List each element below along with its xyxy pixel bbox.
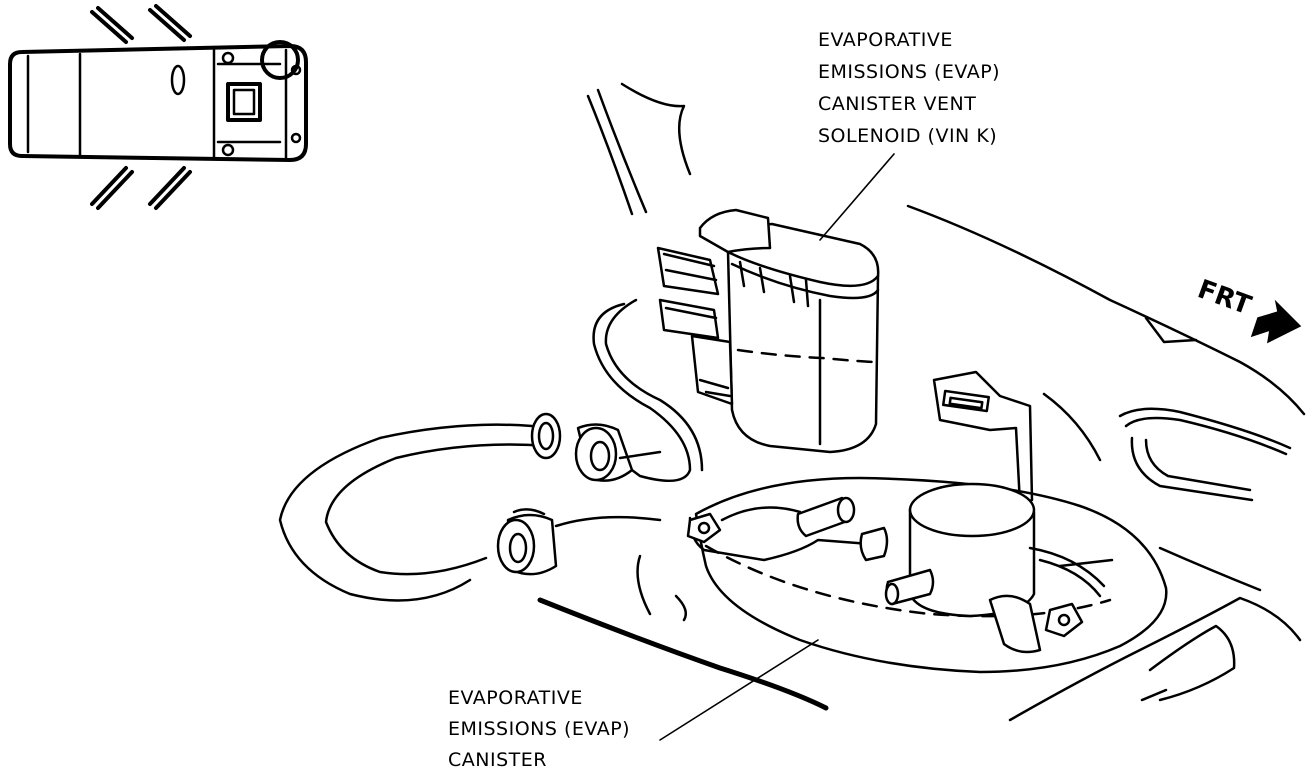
vehicle-locator-icon — [8, 4, 308, 210]
front-direction-indicator: FRT — [1194, 274, 1302, 344]
vent-solenoid-callout: EVAPORATIVE EMISSIONS (EVAP) CANISTER VE… — [818, 29, 1007, 147]
vent-hose — [592, 298, 704, 483]
evap-canister — [686, 482, 1114, 654]
callout-line: SOLENOID (VIN K) — [818, 125, 997, 147]
frt-label: FRT — [1194, 274, 1256, 321]
callout-line: CANISTER VENT — [818, 93, 976, 115]
body-panel-outline — [586, 82, 1306, 722]
canister-callout: EVAPORATIVE EMISSIONS (EVAP) CANISTER — [448, 687, 637, 771]
callout-line: EMISSIONS (EVAP) — [818, 61, 1000, 83]
callout-leaders — [659, 153, 895, 741]
callout-line: EVAPORATIVE — [818, 29, 953, 51]
front-arrow-icon — [1250, 299, 1302, 344]
floor-edge — [537, 554, 829, 711]
callout-line: EVAPORATIVE — [448, 687, 583, 709]
canister-hose — [278, 412, 662, 602]
vent-solenoid — [656, 208, 880, 454]
callout-line: EMISSIONS (EVAP) — [448, 718, 630, 740]
callout-line: CANISTER — [448, 749, 547, 771]
